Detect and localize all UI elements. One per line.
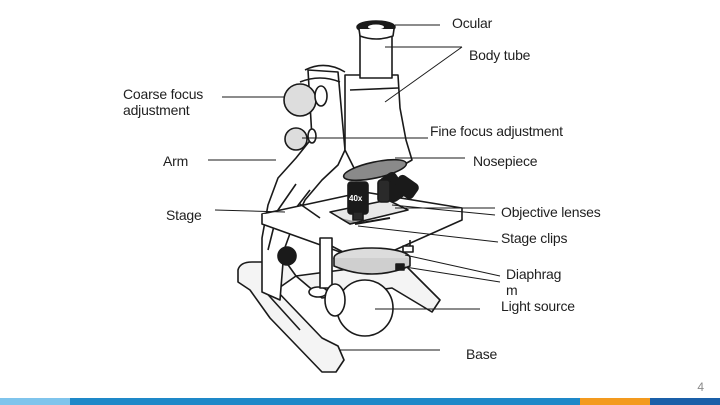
label-stage-clips: Stage clips: [501, 230, 568, 246]
page-number: 4: [697, 380, 704, 394]
label-fine-focus: Fine focus adjustment: [430, 123, 563, 139]
leader-lines: [208, 24, 501, 351]
label-base: Base: [466, 346, 498, 362]
fine-focus-knob: [284, 127, 308, 151]
objective-magnification: 40x: [349, 194, 363, 203]
label-objective-lenses: Objective lenses: [501, 204, 601, 220]
light-source-lamp: [336, 279, 394, 337]
footer-segment-orange: [580, 398, 650, 405]
label-nosepiece: Nosepiece: [473, 153, 538, 169]
label-coarse-focus: Coarse focus adjustment: [123, 86, 204, 118]
label-diaphragm: Diaphrag m: [506, 266, 562, 298]
coarse-focus-knob: [283, 83, 317, 117]
label-stage: Stage: [166, 207, 202, 223]
label-light-source: Light source: [501, 298, 575, 314]
footer-segment-blue: [70, 398, 580, 405]
stage-clip: [354, 217, 391, 225]
microscope-arm: [261, 69, 346, 301]
label-arm: Arm: [163, 153, 189, 169]
tube-housing: [344, 74, 413, 171]
footer-segment-light-blue: [0, 398, 70, 405]
footer-color-bar: [0, 398, 720, 405]
label-body-tube: Body tube: [469, 47, 531, 63]
nosepiece-disk: [342, 158, 408, 182]
body-tube: [359, 32, 393, 79]
footer-segment-dark-blue: [650, 398, 720, 405]
label-ocular: Ocular: [452, 15, 493, 31]
